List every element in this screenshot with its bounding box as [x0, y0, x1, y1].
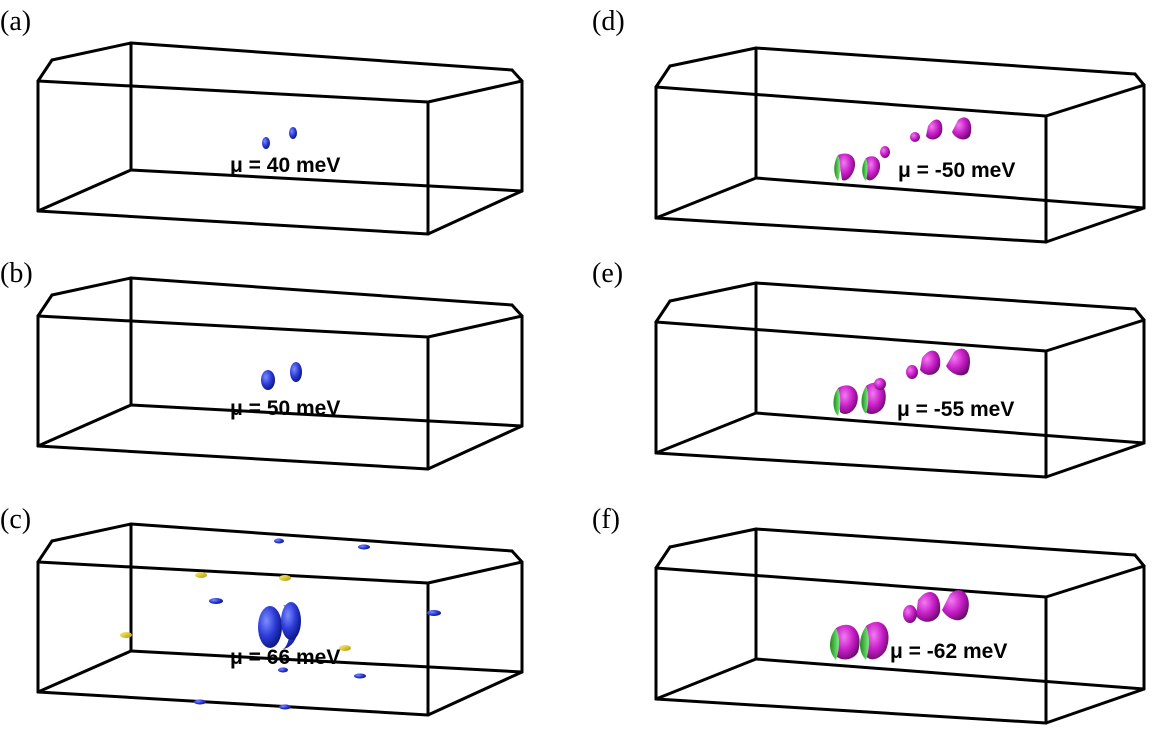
- panel-e: (e) μ = -55 meV: [592, 258, 1146, 479]
- panel-a: (a) μ = 40 meV: [0, 6, 524, 236]
- chemical-potential-label: μ = -50 meV: [898, 159, 1015, 182]
- chemical-potential-label: μ = 40 meV: [230, 154, 340, 177]
- brillouin-zone-box: [654, 527, 1146, 725]
- panel-letter: (e): [592, 258, 623, 289]
- hole-pockets: [834, 117, 972, 181]
- electron-pockets: [120, 538, 441, 710]
- panel-f: (f) μ = -62 meV: [592, 504, 1146, 725]
- panel-letter: (d): [592, 6, 625, 37]
- electron-pockets: [261, 362, 302, 390]
- panel-d: (d) μ = -50 meV: [592, 6, 1146, 244]
- brillouin-zone-box: [654, 46, 1146, 244]
- hole-pockets: [830, 590, 969, 660]
- panel-letter: (f): [592, 504, 620, 535]
- brillouin-zone-box: [36, 41, 524, 236]
- chemical-potential-label: μ = 66 meV: [230, 646, 340, 669]
- panel-letter: (a): [0, 6, 31, 37]
- hole-pockets: [833, 348, 971, 416]
- chemical-potential-label: μ = -62 meV: [890, 640, 1007, 663]
- chemical-potential-label: μ = -55 meV: [897, 398, 1014, 421]
- panel-letter: (c): [0, 504, 31, 535]
- panel-c: (c) μ = 66 meV: [0, 504, 524, 717]
- panel-letter: (b): [0, 258, 33, 289]
- panel-b: (b) μ = 50 meV: [0, 258, 524, 471]
- electron-pockets: [262, 127, 297, 149]
- brillouin-zone-box: [36, 276, 524, 471]
- brillouin-zone-box: [654, 281, 1146, 479]
- chemical-potential-label: μ = 50 meV: [230, 397, 340, 420]
